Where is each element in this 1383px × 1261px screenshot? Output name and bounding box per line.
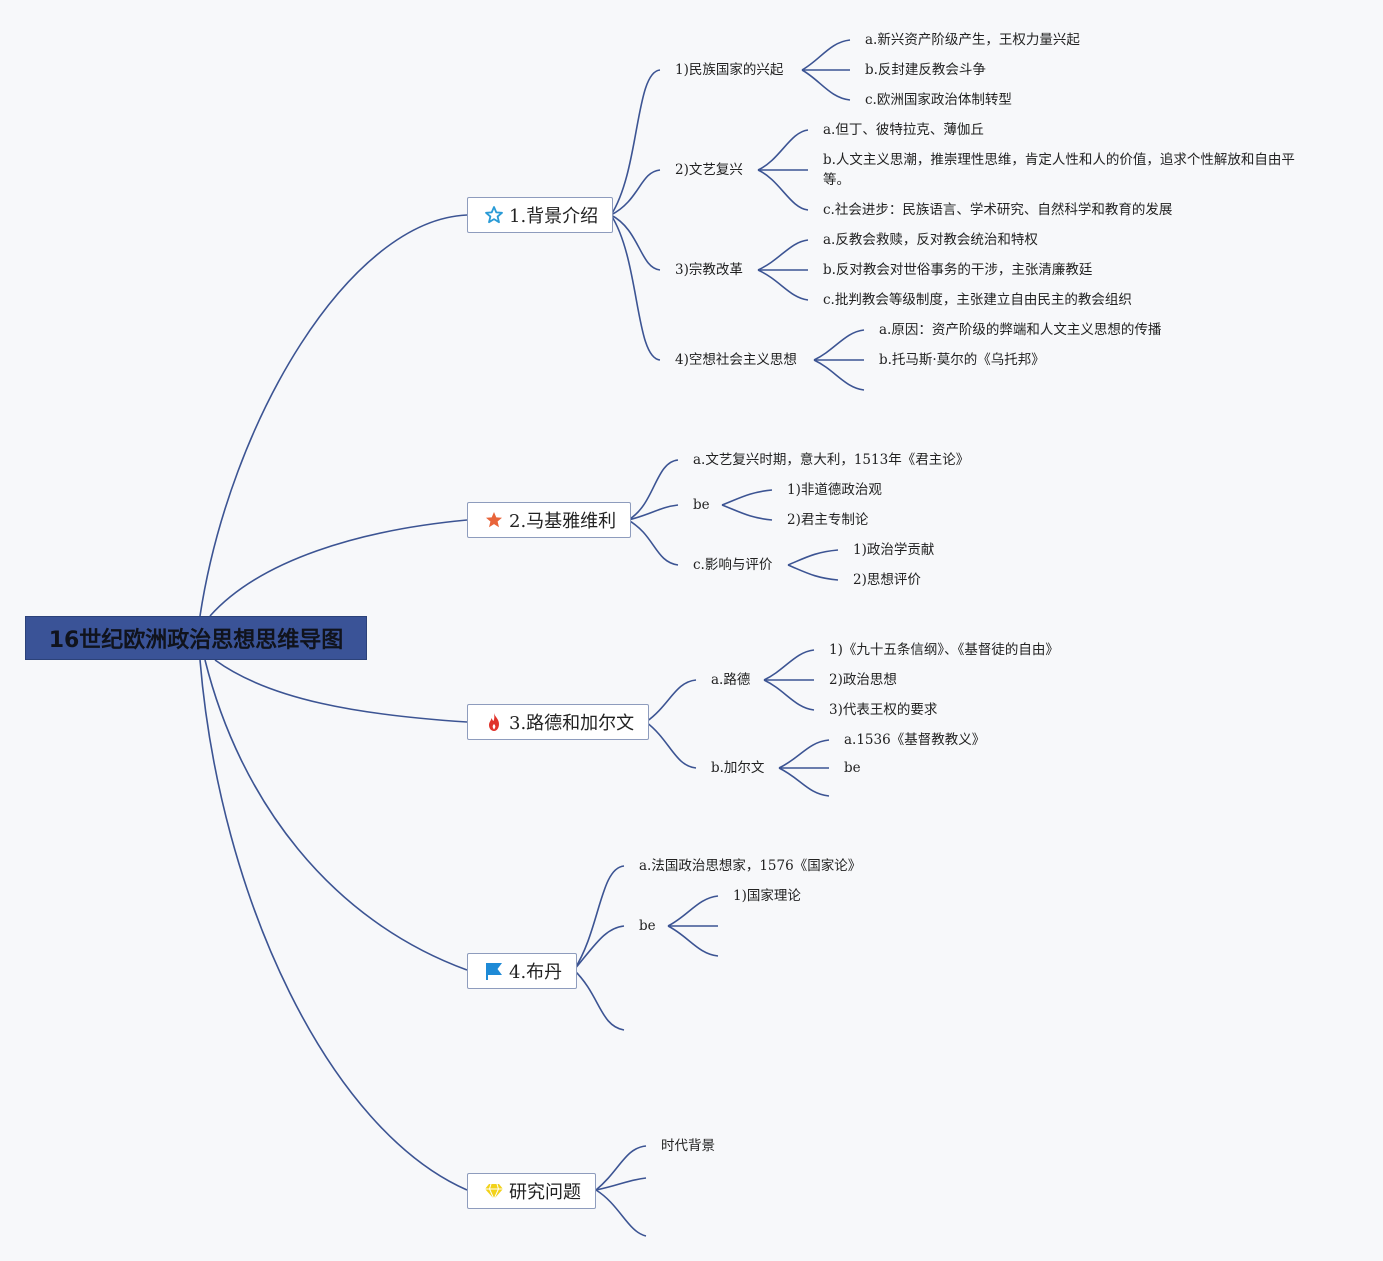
star-filled-icon	[484, 510, 504, 530]
leaf-item[interactable]: a.法国政治思想家，1576《国家论》	[639, 858, 862, 874]
leaf-item[interactable]: b.人文主义思潮，推崇理性思维，肯定人性和人的价值，追求个性解放和自由平等。	[823, 152, 1295, 188]
branch-luther-calvin[interactable]: 3.路德和加尔文	[467, 704, 650, 740]
flag-icon	[484, 961, 504, 981]
leaf-item[interactable]: c.社会进步：民族语言、学术研究、自然科学和教育的发展	[823, 202, 1173, 218]
leaf-item[interactable]: 2)政治思想	[829, 672, 897, 688]
branch-bodin[interactable]: 4.布丹	[467, 953, 578, 989]
subtopic-calvin[interactable]: b.加尔文	[711, 760, 765, 776]
leaf-item[interactable]: 时代背景	[661, 1138, 715, 1154]
subtopic-utopian-socialism[interactable]: 4)空想社会主义思想	[675, 352, 797, 368]
leaf-item[interactable]: 1)政治学贡献	[853, 542, 935, 558]
leaf-item[interactable]: 2)君主专制论	[787, 512, 869, 528]
leaf-item[interactable]: b.托马斯·莫尔的《乌托邦》	[879, 352, 1045, 368]
star-outline-icon	[484, 205, 504, 225]
root-title: 16世纪欧洲政治思想思维导图	[48, 628, 344, 653]
leaf-item[interactable]: 3)代表王权的要求	[829, 702, 938, 718]
leaf-item[interactable]: be	[844, 760, 861, 776]
subtopic-luther[interactable]: a.路德	[711, 672, 751, 688]
leaf-item[interactable]: a.文艺复兴时期，意大利，1513年《君主论》	[693, 452, 970, 468]
leaf-item[interactable]: a.新兴资产阶级产生，王权力量兴起	[865, 32, 1080, 48]
leaf-item[interactable]: b.反封建反教会斗争	[865, 62, 986, 78]
leaf-item[interactable]: b.反对教会对世俗事务的干涉，主张清廉教廷	[823, 262, 1093, 278]
leaf-item[interactable]: a.但丁、彼特拉克、薄伽丘	[823, 122, 984, 138]
leaf-item[interactable]: a.反教会救赎，反对教会统治和特权	[823, 232, 1038, 248]
diamond-icon	[484, 1181, 504, 1201]
leaf-item[interactable]: a.原因：资产阶级的弊端和人文主义思想的传播	[879, 322, 1162, 338]
branch-label: 2.马基雅维利	[509, 511, 617, 532]
subtopic-influence[interactable]: c.影响与评价	[693, 557, 773, 573]
subtopic-nation-state[interactable]: 1)民族国家的兴起	[675, 62, 784, 78]
fire-icon	[484, 712, 504, 732]
subtopic-be[interactable]: be	[639, 918, 656, 934]
leaf-item[interactable]: 1)非道德政治观	[787, 482, 882, 498]
branch-background[interactable]: 1.背景介绍	[467, 197, 614, 233]
leaf-item[interactable]: c.欧洲国家政治体制转型	[865, 92, 1012, 108]
leaf-item[interactable]: c.批判教会等级制度，主张建立自由民主的教会组织	[823, 292, 1132, 308]
leaf-item[interactable]: 1)国家理论	[733, 888, 801, 904]
branch-label: 1.背景介绍	[509, 206, 599, 227]
leaf-item[interactable]: 2)思想评价	[853, 572, 921, 588]
leaf-item[interactable]: a.1536《基督教教义》	[844, 732, 986, 748]
subtopic-reformation[interactable]: 3)宗教改革	[675, 262, 743, 278]
branch-label: 4.布丹	[509, 962, 563, 983]
root-topic[interactable]: 16世纪欧洲政治思想思维导图	[25, 616, 367, 660]
branch-research-questions[interactable]: 研究问题	[467, 1173, 596, 1209]
branch-label: 研究问题	[509, 1182, 581, 1203]
subtopic-be[interactable]: be	[693, 497, 710, 513]
branch-label: 3.路德和加尔文	[509, 713, 635, 734]
leaf-item[interactable]: 1)《九十五条信纲》、《基督徒的自由》	[829, 642, 1059, 658]
subtopic-renaissance[interactable]: 2)文艺复兴	[675, 162, 743, 178]
branch-machiavelli[interactable]: 2.马基雅维利	[467, 502, 632, 538]
